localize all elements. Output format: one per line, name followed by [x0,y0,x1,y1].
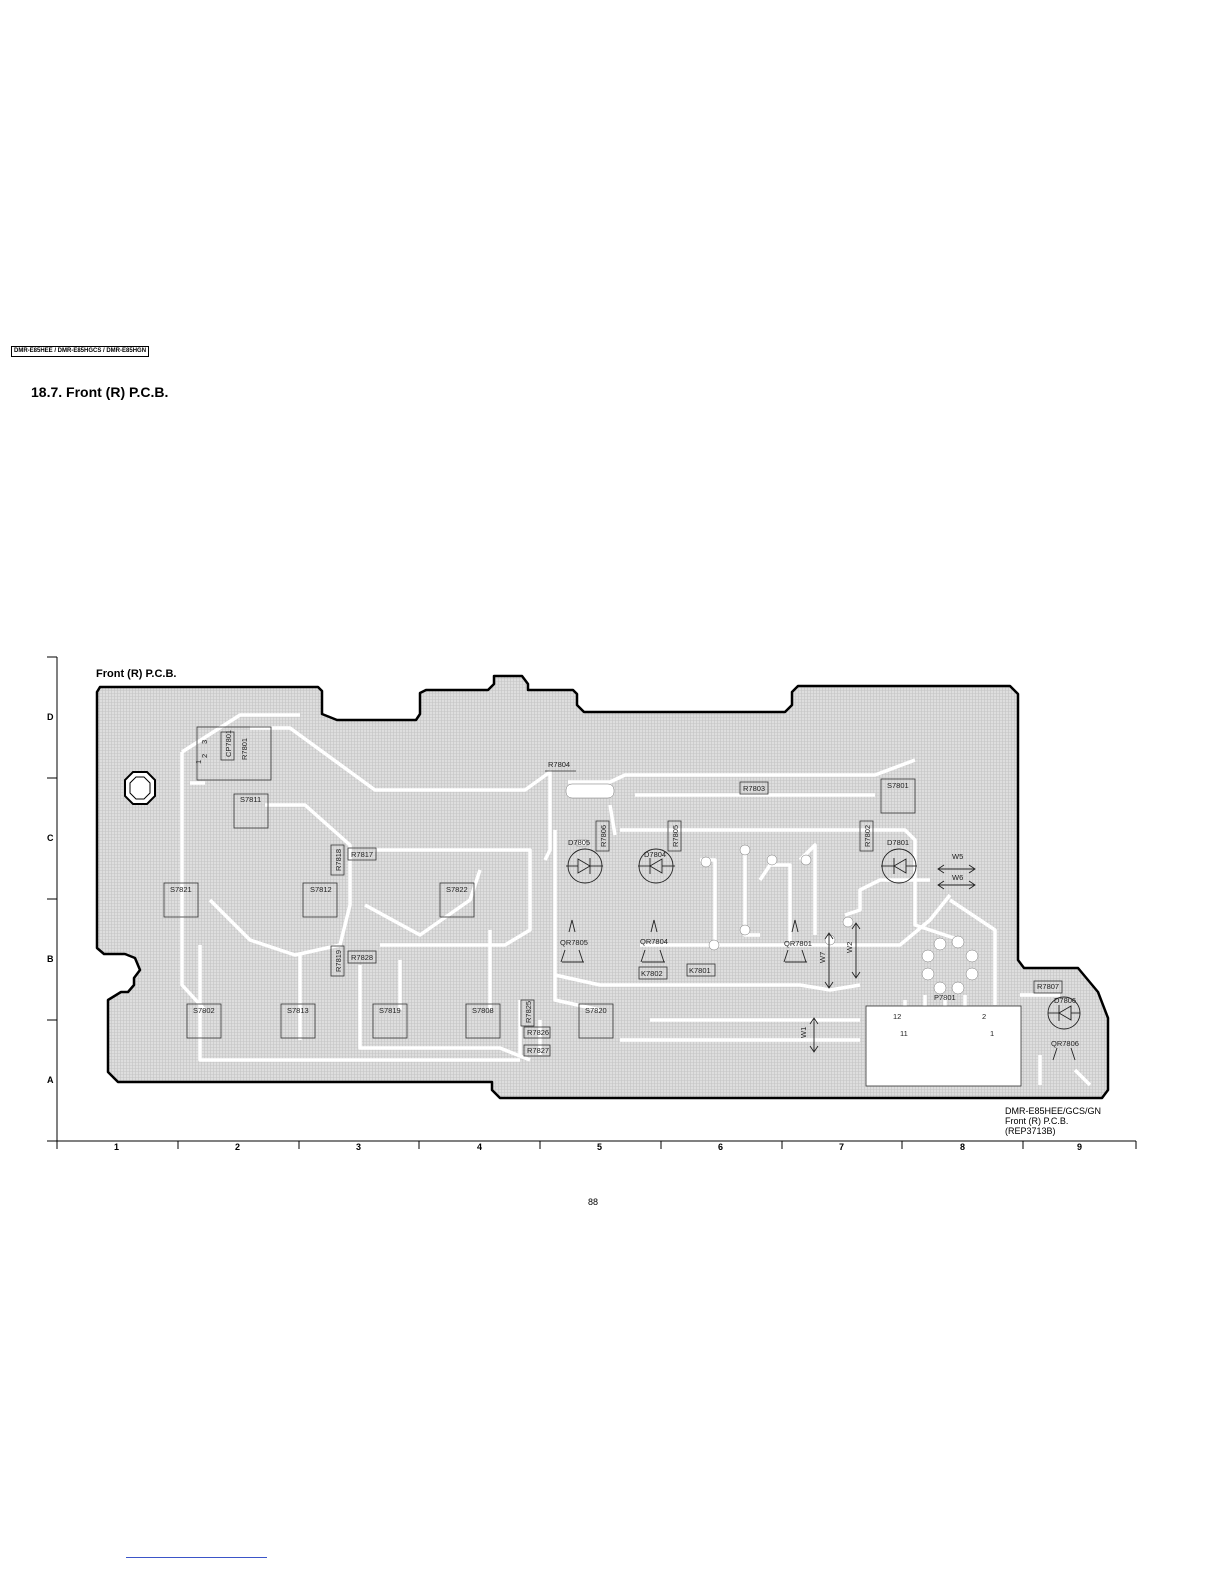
page-number: 88 [588,1197,599,1207]
r7806-label: R7806 [599,825,608,847]
column-label-1: 1 [114,1142,119,1152]
k7802-label: K7802 [641,969,663,978]
column-label-4: 4 [477,1142,482,1152]
r7828-label: R7828 [351,953,373,962]
r7803-label: R7803 [743,784,765,793]
r7805-label: R7805 [671,825,680,847]
s7811-label: S7811 [240,795,261,804]
row-label-a: A [47,1075,54,1085]
r7817-label: R7817 [351,850,373,859]
w2-label: W2 [845,942,854,953]
pin-label-1b: 1 [990,1029,994,1038]
r7807-label: R7807 [1037,982,1059,991]
board-outline [95,674,1110,1100]
pin-label-2: 2 [200,754,209,758]
row-label-c: C [47,833,54,843]
column-label-7: 7 [839,1142,844,1152]
s7808-label: S7808 [472,1006,494,1015]
d7805-label: D7805 [568,838,590,847]
r7804-label: R7804 [548,760,570,769]
row-label-b: B [47,954,54,964]
w1-label: W1 [799,1027,808,1038]
copper-traces [180,713,1092,1087]
board-caption-line-2: Front (R) P.C.B. [1005,1116,1068,1126]
row-label-d: D [47,712,54,722]
footer-link-rule[interactable] [126,1557,267,1558]
column-label-8: 8 [960,1142,965,1152]
row-labels: D C B A [47,712,54,1085]
column-label-9: 9 [1077,1142,1082,1152]
pin-label-12: 12 [893,1012,901,1021]
solder-pads [565,783,979,995]
r7827-label: R7827 [527,1046,549,1055]
column-label-5: 5 [597,1142,602,1152]
s7801-label: S7801 [887,781,909,790]
r7802-label: R7802 [863,825,872,847]
column-labels: 1 2 3 4 5 6 7 8 9 [114,1142,1082,1152]
s7821-label: S7821 [170,885,192,894]
board-caption-line-1: DMR-E85HEE/GCS/GN [1005,1106,1101,1116]
board-title: Front (R) P.C.B. [96,668,176,680]
d7806-label: D7806 [1054,996,1076,1005]
s7822-label: S7822 [446,885,468,894]
r7819-label: R7819 [334,950,343,972]
column-label-3: 3 [356,1142,361,1152]
r7818-label: R7818 [334,849,343,871]
s7802-label: S7802 [193,1006,215,1015]
qr7804-label: QR7804 [640,937,668,946]
qr7801-label: QR7801 [784,939,812,948]
pin-label-2b: 2 [982,1012,986,1021]
led-symbols [566,848,1081,1030]
pin-label-3: 3 [200,740,209,744]
cp7801-label: CP7801 [224,730,233,757]
section-title: 18.7. Front (R) P.C.B. [31,384,169,400]
column-label-2: 2 [235,1142,240,1152]
wire-jumpers [809,864,976,1053]
s7813-label: S7813 [287,1006,309,1015]
p7801-label: P7801 [934,993,956,1002]
mounting-hole [124,771,156,805]
board-caption-line-3: (REP3713B) [1005,1126,1056,1136]
w6-label: W6 [952,873,963,882]
s7820-label: S7820 [585,1006,607,1015]
axis-frame [47,656,1137,1149]
component-outlines [163,726,1063,1087]
r7825-label: R7825 [524,1001,533,1023]
component-labels: 1 2 3 CP7801 R7801 R7804 R7803 S7801 S78… [170,730,1079,1055]
model-tag: DMR-E85HEE / DMR-E85HGCS / DMR-E85HGN [11,346,150,357]
d7801-label: D7801 [887,838,909,847]
transistor-symbols [560,919,1076,1061]
r7826-label: R7826 [527,1028,549,1037]
s7819-label: S7819 [379,1006,401,1015]
s7812-label: S7812 [310,885,332,894]
w5-label: W5 [952,852,963,861]
r7801-label: R7801 [240,738,249,760]
w7-label: W7 [818,952,827,963]
k7801-label: K7801 [689,966,711,975]
d7804-label: D7804 [644,850,666,859]
qr7806-label: QR7806 [1051,1039,1079,1048]
pin-label-11: 11 [900,1029,908,1038]
qr7805-label: QR7805 [560,938,588,947]
board-caption: DMR-E85HEE/GCS/GN Front (R) P.C.B. (REP3… [1005,1106,1101,1136]
pin-label-1: 1 [194,760,203,764]
column-label-6: 6 [718,1142,723,1152]
